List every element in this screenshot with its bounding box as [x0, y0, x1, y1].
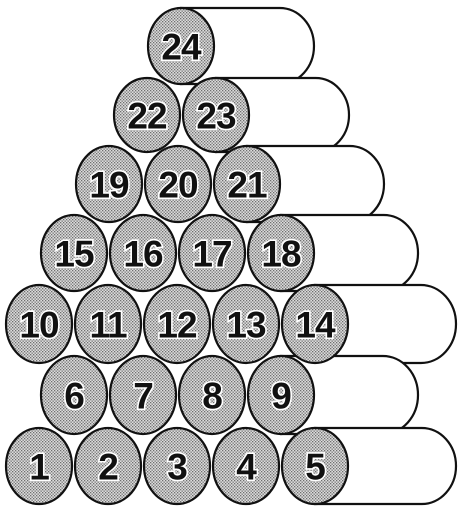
log-number-10: 10 — [19, 305, 59, 346]
log-4: 4 — [213, 428, 279, 504]
log-number-18: 18 — [261, 234, 301, 275]
log-5: 5 — [282, 428, 348, 504]
log-11: 11 — [75, 285, 141, 363]
log-number-20: 20 — [158, 165, 198, 206]
log-17: 17 — [179, 215, 245, 291]
log-number-13: 13 — [226, 305, 266, 346]
log-20: 20 — [145, 146, 211, 222]
log-2: 2 — [75, 428, 141, 504]
log-23: 23 — [183, 78, 249, 152]
log-19: 19 — [76, 146, 142, 222]
log-number-11: 11 — [89, 305, 127, 346]
log-number-7: 7 — [133, 376, 153, 417]
log-15: 15 — [41, 215, 107, 291]
log-24: 24 — [148, 8, 214, 84]
log-8: 8 — [179, 356, 245, 434]
log-number-9: 9 — [271, 376, 291, 417]
log-3: 3 — [144, 428, 210, 504]
log-number-2: 2 — [98, 447, 118, 488]
log-1: 1 — [6, 428, 72, 504]
log-number-21: 21 — [227, 165, 267, 206]
log-number-23: 23 — [196, 96, 236, 137]
log-22: 22 — [114, 78, 180, 152]
log-number-15: 15 — [54, 234, 94, 275]
log-number-12: 12 — [157, 305, 197, 346]
log-number-8: 8 — [202, 376, 222, 417]
log-10: 10 — [6, 285, 72, 363]
log-number-17: 17 — [192, 234, 231, 275]
log-7: 7 — [110, 356, 176, 434]
log-number-14: 14 — [295, 305, 336, 346]
log-number-24: 24 — [161, 27, 202, 68]
log-9: 9 — [248, 356, 314, 434]
log-16: 16 — [110, 215, 176, 291]
log-number-5: 5 — [305, 447, 325, 488]
log-21: 21 — [214, 146, 280, 222]
log-number-22: 22 — [127, 96, 167, 137]
log-number-3: 3 — [167, 447, 187, 488]
log-number-19: 19 — [89, 165, 129, 206]
log-18: 18 — [248, 215, 314, 291]
log-13: 13 — [213, 285, 279, 363]
log-14: 14 — [282, 285, 348, 363]
log-number-6: 6 — [64, 376, 84, 417]
log-number-4: 4 — [236, 447, 257, 488]
log-12: 12 — [144, 285, 210, 363]
log-6: 6 — [41, 356, 107, 434]
log-number-16: 16 — [123, 234, 163, 275]
log-number-1: 1 — [29, 447, 49, 488]
